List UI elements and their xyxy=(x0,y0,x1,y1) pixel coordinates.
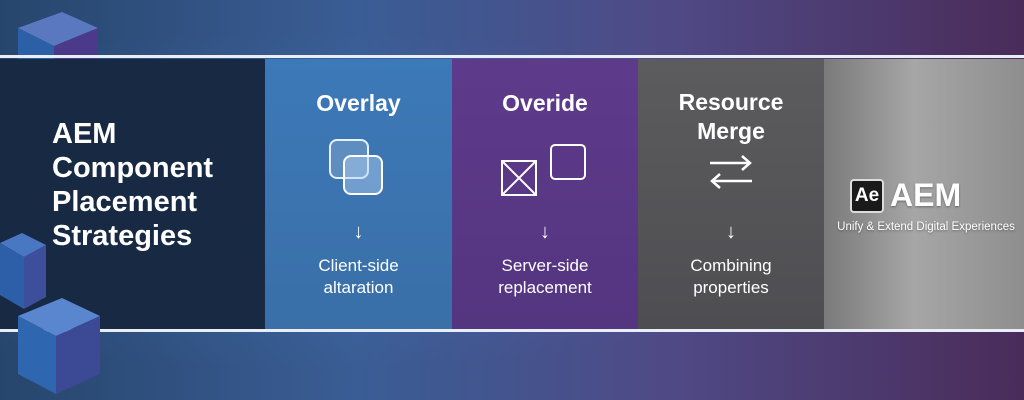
overlapping-squares-icon xyxy=(265,135,452,215)
decorative-cube-middle xyxy=(0,233,46,309)
top-divider-line xyxy=(0,55,1024,58)
strategy-band: AEM Component Placement Strategies Overl… xyxy=(0,59,1024,329)
override-heading: Overide xyxy=(502,90,588,116)
down-arrow-icon: ↓ xyxy=(353,221,364,243)
ae-logo-icon: Ae xyxy=(850,178,884,213)
main-title: AEM Component Placement Strategies xyxy=(52,117,257,253)
title-line-4: Strategies xyxy=(52,220,193,252)
title-panel: AEM Component Placement Strategies xyxy=(0,59,265,329)
bottom-divider-line xyxy=(0,329,1024,332)
down-arrow-icon: ↓ xyxy=(726,221,736,243)
title-line-2: Component xyxy=(52,152,214,184)
brand-panel: Ae AEM Unify & Extend Digital Experience… xyxy=(824,59,1024,329)
replace-squares-icon xyxy=(452,135,638,215)
aem-logo: Ae AEM xyxy=(850,177,961,214)
title-line-3: Placement xyxy=(52,186,198,218)
override-description: Server-side replacement xyxy=(498,256,592,297)
overlay-panel: Overlay ↓ Client-side altaration xyxy=(265,59,452,329)
resource-merge-description: Combining properties xyxy=(690,256,772,297)
resource-merge-panel: Resource Merge ↓ Combining properties xyxy=(638,59,824,329)
resource-merge-heading: Resource Merge xyxy=(678,89,784,144)
decorative-cube-bottom xyxy=(18,298,100,394)
overlay-heading: Overlay xyxy=(316,90,401,116)
overlay-description: Client-side altaration xyxy=(318,256,399,297)
down-arrow-icon: ↓ xyxy=(540,221,550,243)
swap-arrows-icon xyxy=(638,135,824,215)
override-panel: Overide ↓ Server-side replacement xyxy=(452,59,638,329)
brand-name: AEM xyxy=(890,177,962,213)
brand-tagline: Unify & Extend Digital Experiences xyxy=(837,221,1015,233)
title-line-1: AEM xyxy=(52,118,117,150)
